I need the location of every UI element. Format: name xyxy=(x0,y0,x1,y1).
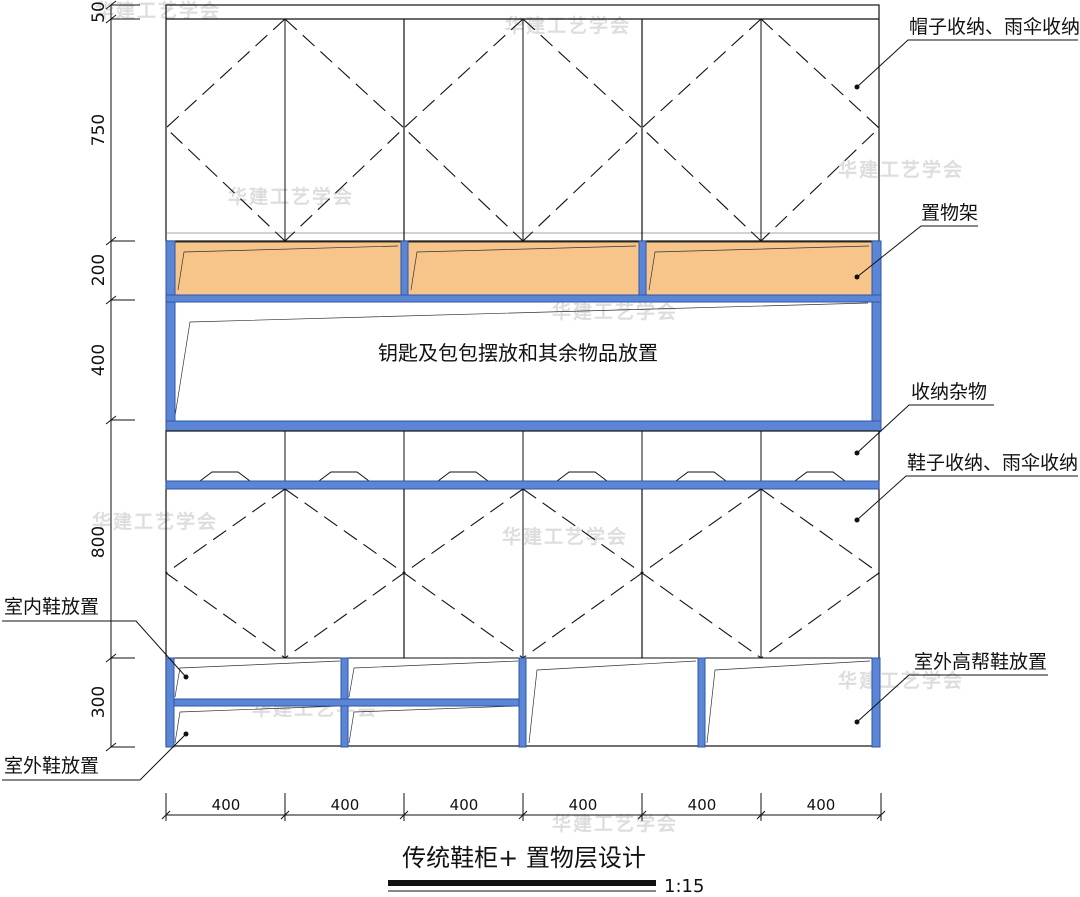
dim-value: 400 xyxy=(331,796,360,814)
leader-line xyxy=(2,733,187,781)
dim-value: 400 xyxy=(89,344,109,376)
leader-dot xyxy=(854,517,860,523)
right-annotations: 帽子收纳、雨伞收纳 置物架 收纳杂物 鞋子收纳、雨伞收纳 室外高帮鞋放置 xyxy=(854,16,1080,725)
dim-value: 300 xyxy=(89,686,109,718)
bottom-shoe-section xyxy=(165,657,881,748)
bottom-board xyxy=(165,420,882,432)
label-shoe-storage: 鞋子收纳、雨伞收纳 xyxy=(907,452,1078,474)
leader-line xyxy=(856,225,978,278)
leader-line xyxy=(856,475,1078,521)
shelf-divider xyxy=(638,240,647,296)
strip-shelf-board xyxy=(165,480,880,490)
left-annotations: 室内鞋放置 室外鞋放置 xyxy=(2,596,189,781)
title-underline-thick xyxy=(388,880,656,886)
dim-value: 750 xyxy=(89,114,109,146)
shelf-cell xyxy=(645,241,873,296)
door-swing-line xyxy=(641,488,762,659)
watermark: 华建工艺学会 xyxy=(92,510,218,533)
door-swing-line xyxy=(403,488,524,659)
door-swing-line xyxy=(760,18,880,242)
open-shelf-section: 钥匙及包包摆放和其余物品放置 xyxy=(165,240,882,432)
drawer-handle xyxy=(437,471,489,482)
watermarks: 华建工艺学会 华建工艺学会 华建工艺学会 华建工艺学会 华建工艺学会 华建工艺学… xyxy=(92,0,964,835)
watermark: 华建工艺学会 xyxy=(838,158,964,181)
bottom-blue-panels xyxy=(165,657,881,748)
leader-dot xyxy=(854,274,860,280)
center-note: 钥匙及包包摆放和其余物品放置 xyxy=(378,341,658,365)
dim-value: 400 xyxy=(212,796,241,814)
leader-line xyxy=(856,39,1078,88)
shelf-board xyxy=(165,294,882,303)
watermark: 华建工艺学会 xyxy=(505,14,631,37)
dim-value: 400 xyxy=(450,796,479,814)
leader-line xyxy=(856,404,994,454)
divider-panel xyxy=(518,657,527,748)
shelf-cell xyxy=(174,241,402,296)
side-panel xyxy=(871,240,882,432)
door-swing-line xyxy=(522,18,643,242)
drawer-handle xyxy=(675,471,727,482)
lower-cabinet xyxy=(165,430,880,747)
leader-dot xyxy=(183,731,189,737)
label-high-boots: 室外高帮鞋放置 xyxy=(914,651,1047,673)
drawing-title: 传统鞋柜+ 置物层设计 xyxy=(402,844,646,872)
mid-shelf-board xyxy=(173,698,520,707)
drawer-handles xyxy=(199,471,846,482)
dim-value: 400 xyxy=(688,796,717,814)
leader-dot xyxy=(854,450,860,456)
watermark: 华建工艺学会 xyxy=(502,525,628,548)
door-swing-line xyxy=(284,488,405,659)
door-swing-line xyxy=(165,18,286,242)
door-swing-line xyxy=(403,18,524,242)
drawer-handle xyxy=(794,471,846,482)
label-outdoor-shoes: 室外鞋放置 xyxy=(4,755,99,777)
divider-panel xyxy=(697,657,706,748)
dim-value: 400 xyxy=(569,796,598,814)
shelf-divider xyxy=(400,240,409,296)
door-swing-line xyxy=(284,18,405,242)
dim-value: 50 xyxy=(89,1,109,23)
blue-panels xyxy=(165,240,882,432)
upper-cabinet xyxy=(165,4,880,242)
drawer-handle xyxy=(556,471,608,482)
drawing-scale: 1:15 xyxy=(664,876,704,897)
dim-value: 200 xyxy=(89,254,109,286)
leader-dot xyxy=(854,84,860,90)
watermark: 华建工艺学会 xyxy=(228,185,354,208)
watermark: 华建工艺学会 xyxy=(552,300,678,323)
title-block: 传统鞋柜+ 置物层设计 1:15 xyxy=(388,844,704,897)
vertical-dimension-chain: 50 750 200 400 800 300 xyxy=(89,0,140,752)
leader-line xyxy=(2,620,187,678)
side-panel xyxy=(871,657,881,748)
dim-value: 400 xyxy=(807,796,836,814)
label-hat-storage: 帽子收纳、雨伞收纳 xyxy=(909,16,1080,38)
leader-dot xyxy=(854,719,860,725)
door-swing-line xyxy=(641,18,762,242)
side-panel xyxy=(165,657,175,748)
door-swing-line xyxy=(760,488,880,659)
horizontal-dimension-chain: 400 400 400 400 400 400 xyxy=(161,793,886,821)
leader-dot xyxy=(183,674,189,680)
drawer-handle xyxy=(199,471,251,482)
leader-line xyxy=(856,674,1048,723)
door-swing-line xyxy=(165,488,286,659)
dim-value: 800 xyxy=(89,526,109,558)
label-indoor-shoes: 室内鞋放置 xyxy=(4,596,99,618)
side-panel xyxy=(165,240,176,432)
watermark: 华建工艺学会 xyxy=(552,812,678,835)
drawer-handle xyxy=(318,471,370,482)
label-shelf: 置物架 xyxy=(921,202,978,224)
label-misc-storage: 收纳杂物 xyxy=(911,381,987,403)
shelf-cell xyxy=(407,241,640,296)
door-swing-line xyxy=(522,488,643,659)
